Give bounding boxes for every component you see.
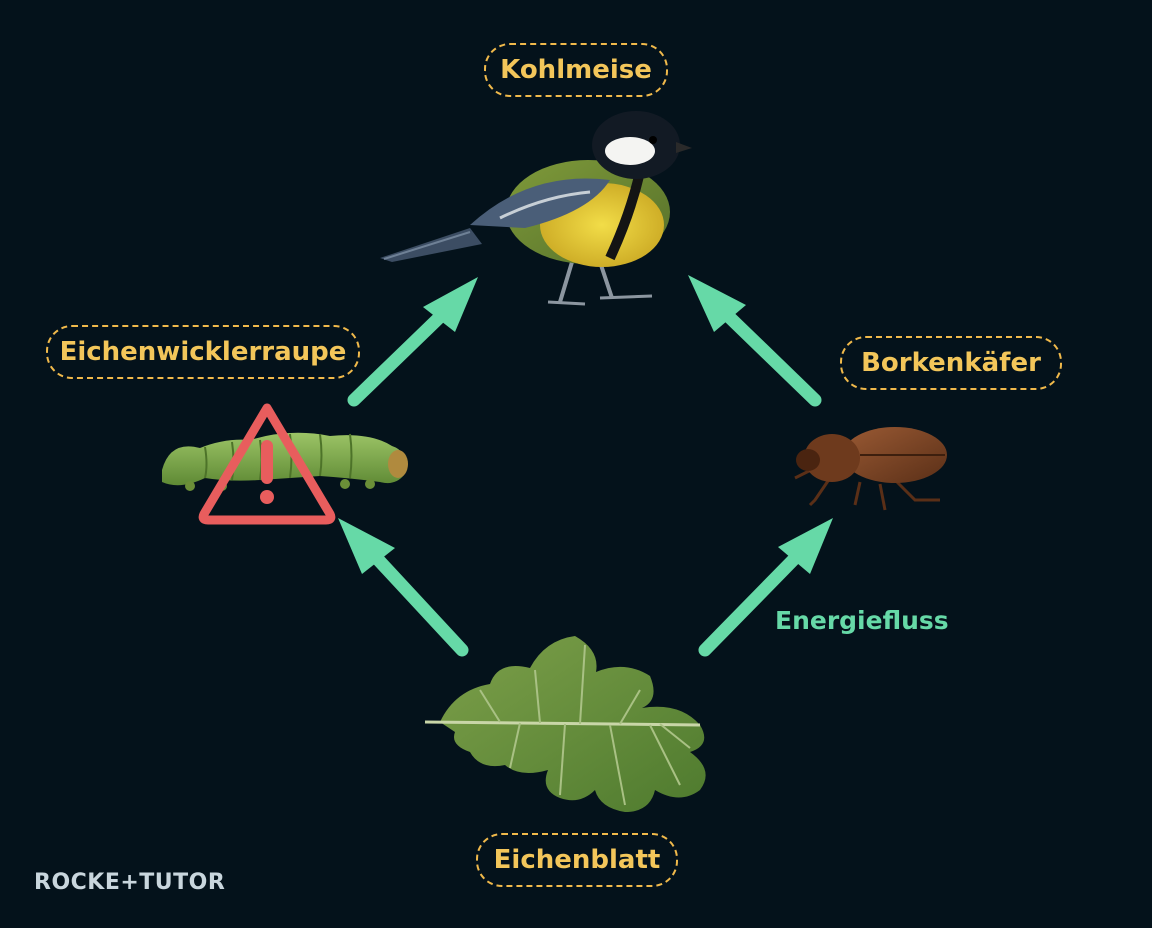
arrow-caterpillar-to-bird (347, 277, 478, 407)
label-eichenwicklerraupe: Eichenwicklerraupe (46, 325, 360, 379)
label-eichenblatt: Eichenblatt (476, 833, 678, 887)
label-kohlmeise: Kohlmeise (484, 43, 668, 97)
oak-leaf-icon (424, 636, 706, 812)
warning-triangle-icon (198, 403, 336, 525)
arrow-leaf-to-beetle (698, 518, 833, 657)
caterpillar-icon (162, 432, 408, 491)
arrow-beetle-to-bird (688, 275, 822, 407)
bark-beetle-icon (794, 427, 947, 511)
label-borkenkaefer: Borkenkäfer (840, 336, 1062, 390)
brand-logo: ROCKE+TUTOR (34, 870, 226, 895)
great-tit-bird-icon (380, 111, 692, 306)
arrow-leaf-to-caterpillar (338, 518, 469, 657)
edge-label-energiefluss: Energiefluss (775, 606, 949, 635)
